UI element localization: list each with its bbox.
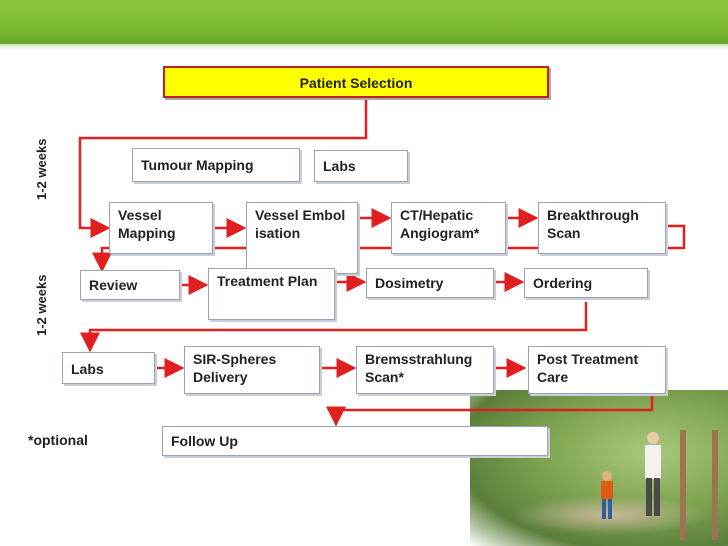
weeks-label-top: 1-2 weeks: [34, 138, 49, 200]
patient-selection-label: Patient Selection: [299, 75, 413, 91]
child-figure: [601, 471, 613, 519]
labs-bottom-box: Labs: [62, 352, 155, 384]
post-treatment-label: Post Treatment Care: [537, 351, 639, 385]
treatment-plan-box: Treatment Plan: [208, 268, 335, 320]
tumour-mapping-label: Tumour Mapping: [141, 157, 254, 173]
dosimetry-label: Dosimetry: [375, 275, 444, 291]
optional-note: *optional: [28, 432, 88, 448]
header-band: [0, 0, 728, 50]
sir-spheres-box: SIR-Spheres Delivery: [184, 346, 320, 394]
bremsstrahlung-label: Bremsstrahlung Scan*: [365, 351, 473, 385]
man-figure: [645, 432, 661, 516]
vessel-embolisation-box: Vessel Embolisation: [246, 202, 358, 274]
labs-bottom-label: Labs: [71, 361, 104, 377]
bremsstrahlung-box: Bremsstrahlung Scan*: [356, 346, 494, 394]
breakthrough-scan-label: Breakthrough Scan: [547, 207, 639, 241]
follow-up-label: Follow Up: [171, 433, 238, 449]
weeks-label-bottom: 1-2 weeks: [34, 274, 49, 336]
sir-spheres-label: SIR-Spheres Delivery: [193, 351, 277, 385]
review-box: Review: [80, 270, 180, 300]
ct-hepatic-box: CT/Hepatic Angiogram*: [391, 202, 506, 254]
dosimetry-box: Dosimetry: [366, 268, 494, 298]
patient-selection-box: Patient Selection: [163, 66, 549, 98]
follow-up-box: Follow Up: [162, 426, 548, 456]
labs-top-box: Labs: [314, 150, 408, 182]
breakthrough-scan-box: Breakthrough Scan: [538, 202, 666, 254]
post-treatment-box: Post Treatment Care: [528, 346, 666, 394]
review-label: Review: [89, 277, 138, 293]
vessel-embolisation-label: Vessel Embolisation: [255, 207, 346, 241]
ct-hepatic-label: CT/Hepatic Angiogram*: [400, 207, 480, 241]
fence-post: [680, 430, 686, 540]
ordering-label: Ordering: [533, 275, 593, 291]
treatment-plan-label: Treatment Plan: [217, 273, 318, 289]
labs-top-label: Labs: [323, 158, 356, 174]
vessel-mapping-label: Vessel Mapping: [118, 207, 176, 241]
fence-post: [712, 430, 718, 540]
tumour-mapping-box: Tumour Mapping: [132, 148, 300, 182]
ordering-box: Ordering: [524, 268, 648, 298]
vessel-mapping-box: Vessel Mapping: [109, 202, 213, 254]
